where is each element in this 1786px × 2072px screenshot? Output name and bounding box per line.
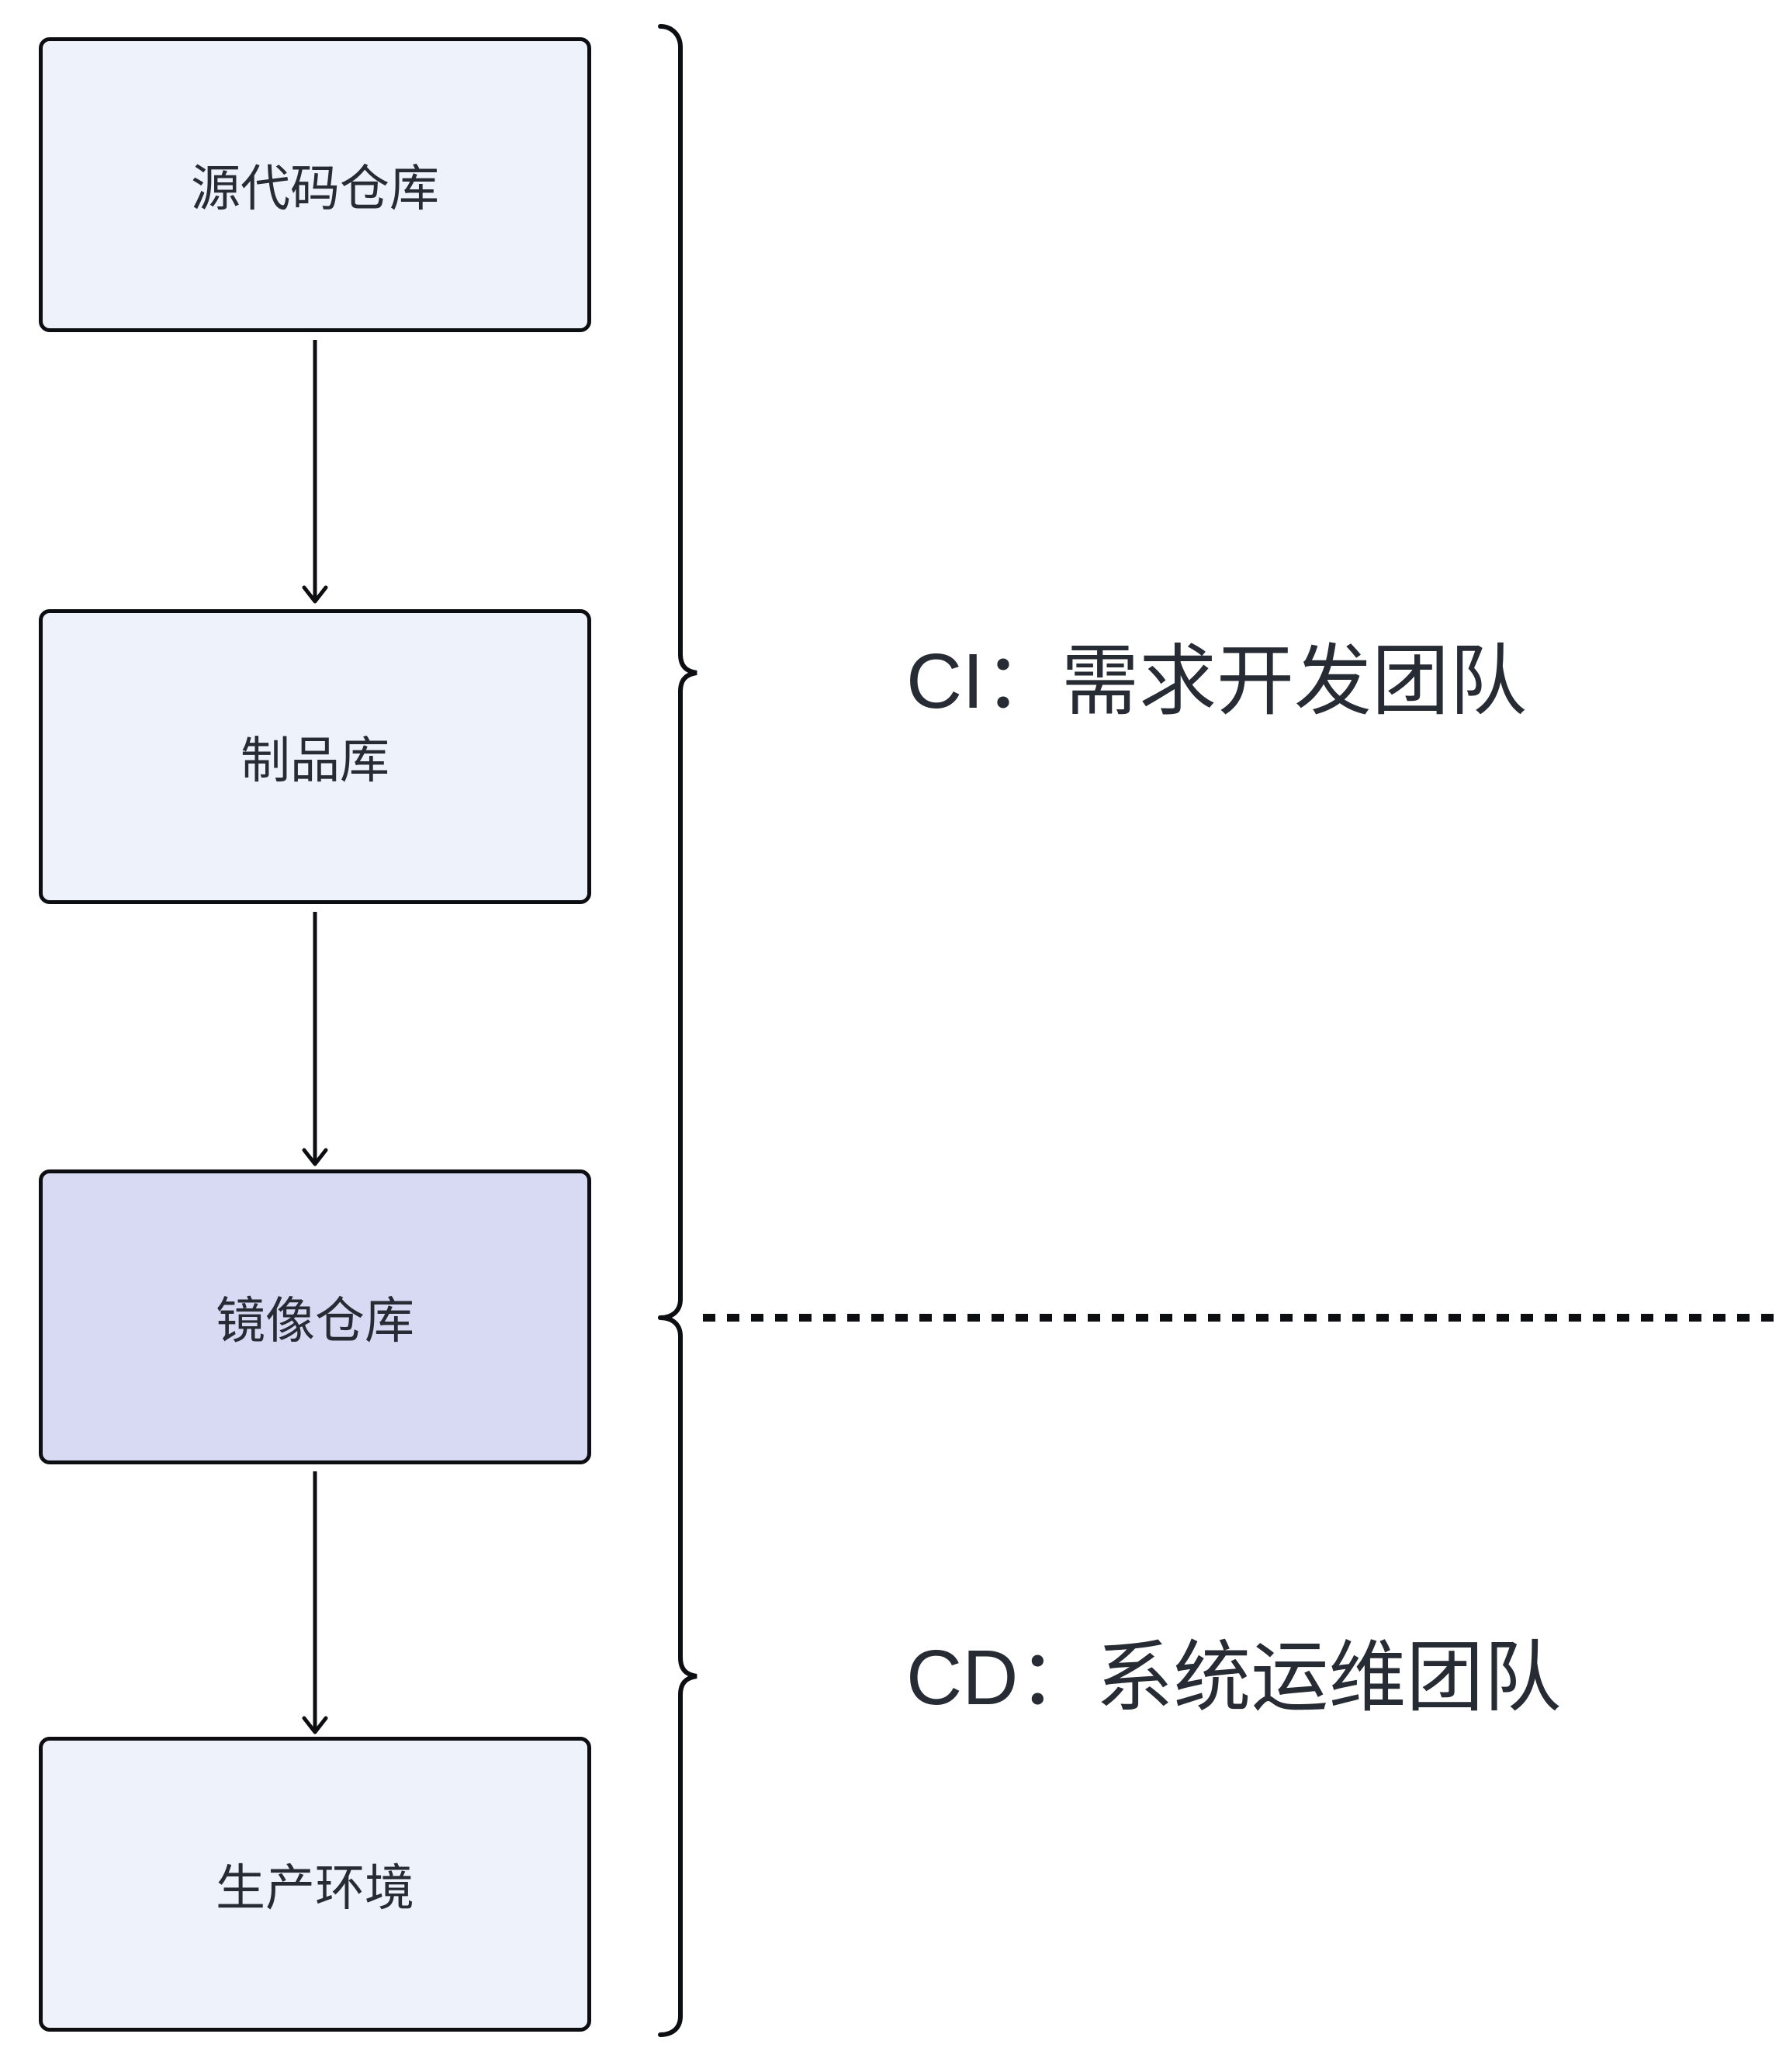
ci-brace xyxy=(658,24,697,1320)
arrow-head-icon xyxy=(302,1148,328,1166)
node-label: 镜像仓库 xyxy=(216,1293,414,1349)
section-label-cd: CD：系统运维团队 xyxy=(906,1634,1562,1721)
cd-brace xyxy=(658,1315,697,2037)
node-source-repo: 源代码仓库 xyxy=(39,37,591,332)
node-label: 制品库 xyxy=(241,733,389,788)
node-label: 源代码仓库 xyxy=(191,161,439,217)
arrow-head-icon xyxy=(302,1716,328,1734)
arrow-source-to-artifact xyxy=(302,340,328,604)
section-label-ci: CI：需求开发团队 xyxy=(906,638,1527,725)
arrow-head-icon xyxy=(302,585,328,604)
node-artifact-repo: 制品库 xyxy=(39,609,591,904)
node-label: 生产环境 xyxy=(216,1860,414,1916)
node-image-repo: 镜像仓库 xyxy=(39,1169,591,1464)
arrow-image-to-prod xyxy=(302,1471,328,1734)
arrow-artifact-to-image xyxy=(302,912,328,1166)
node-prod-env: 生产环境 xyxy=(39,1737,591,2032)
